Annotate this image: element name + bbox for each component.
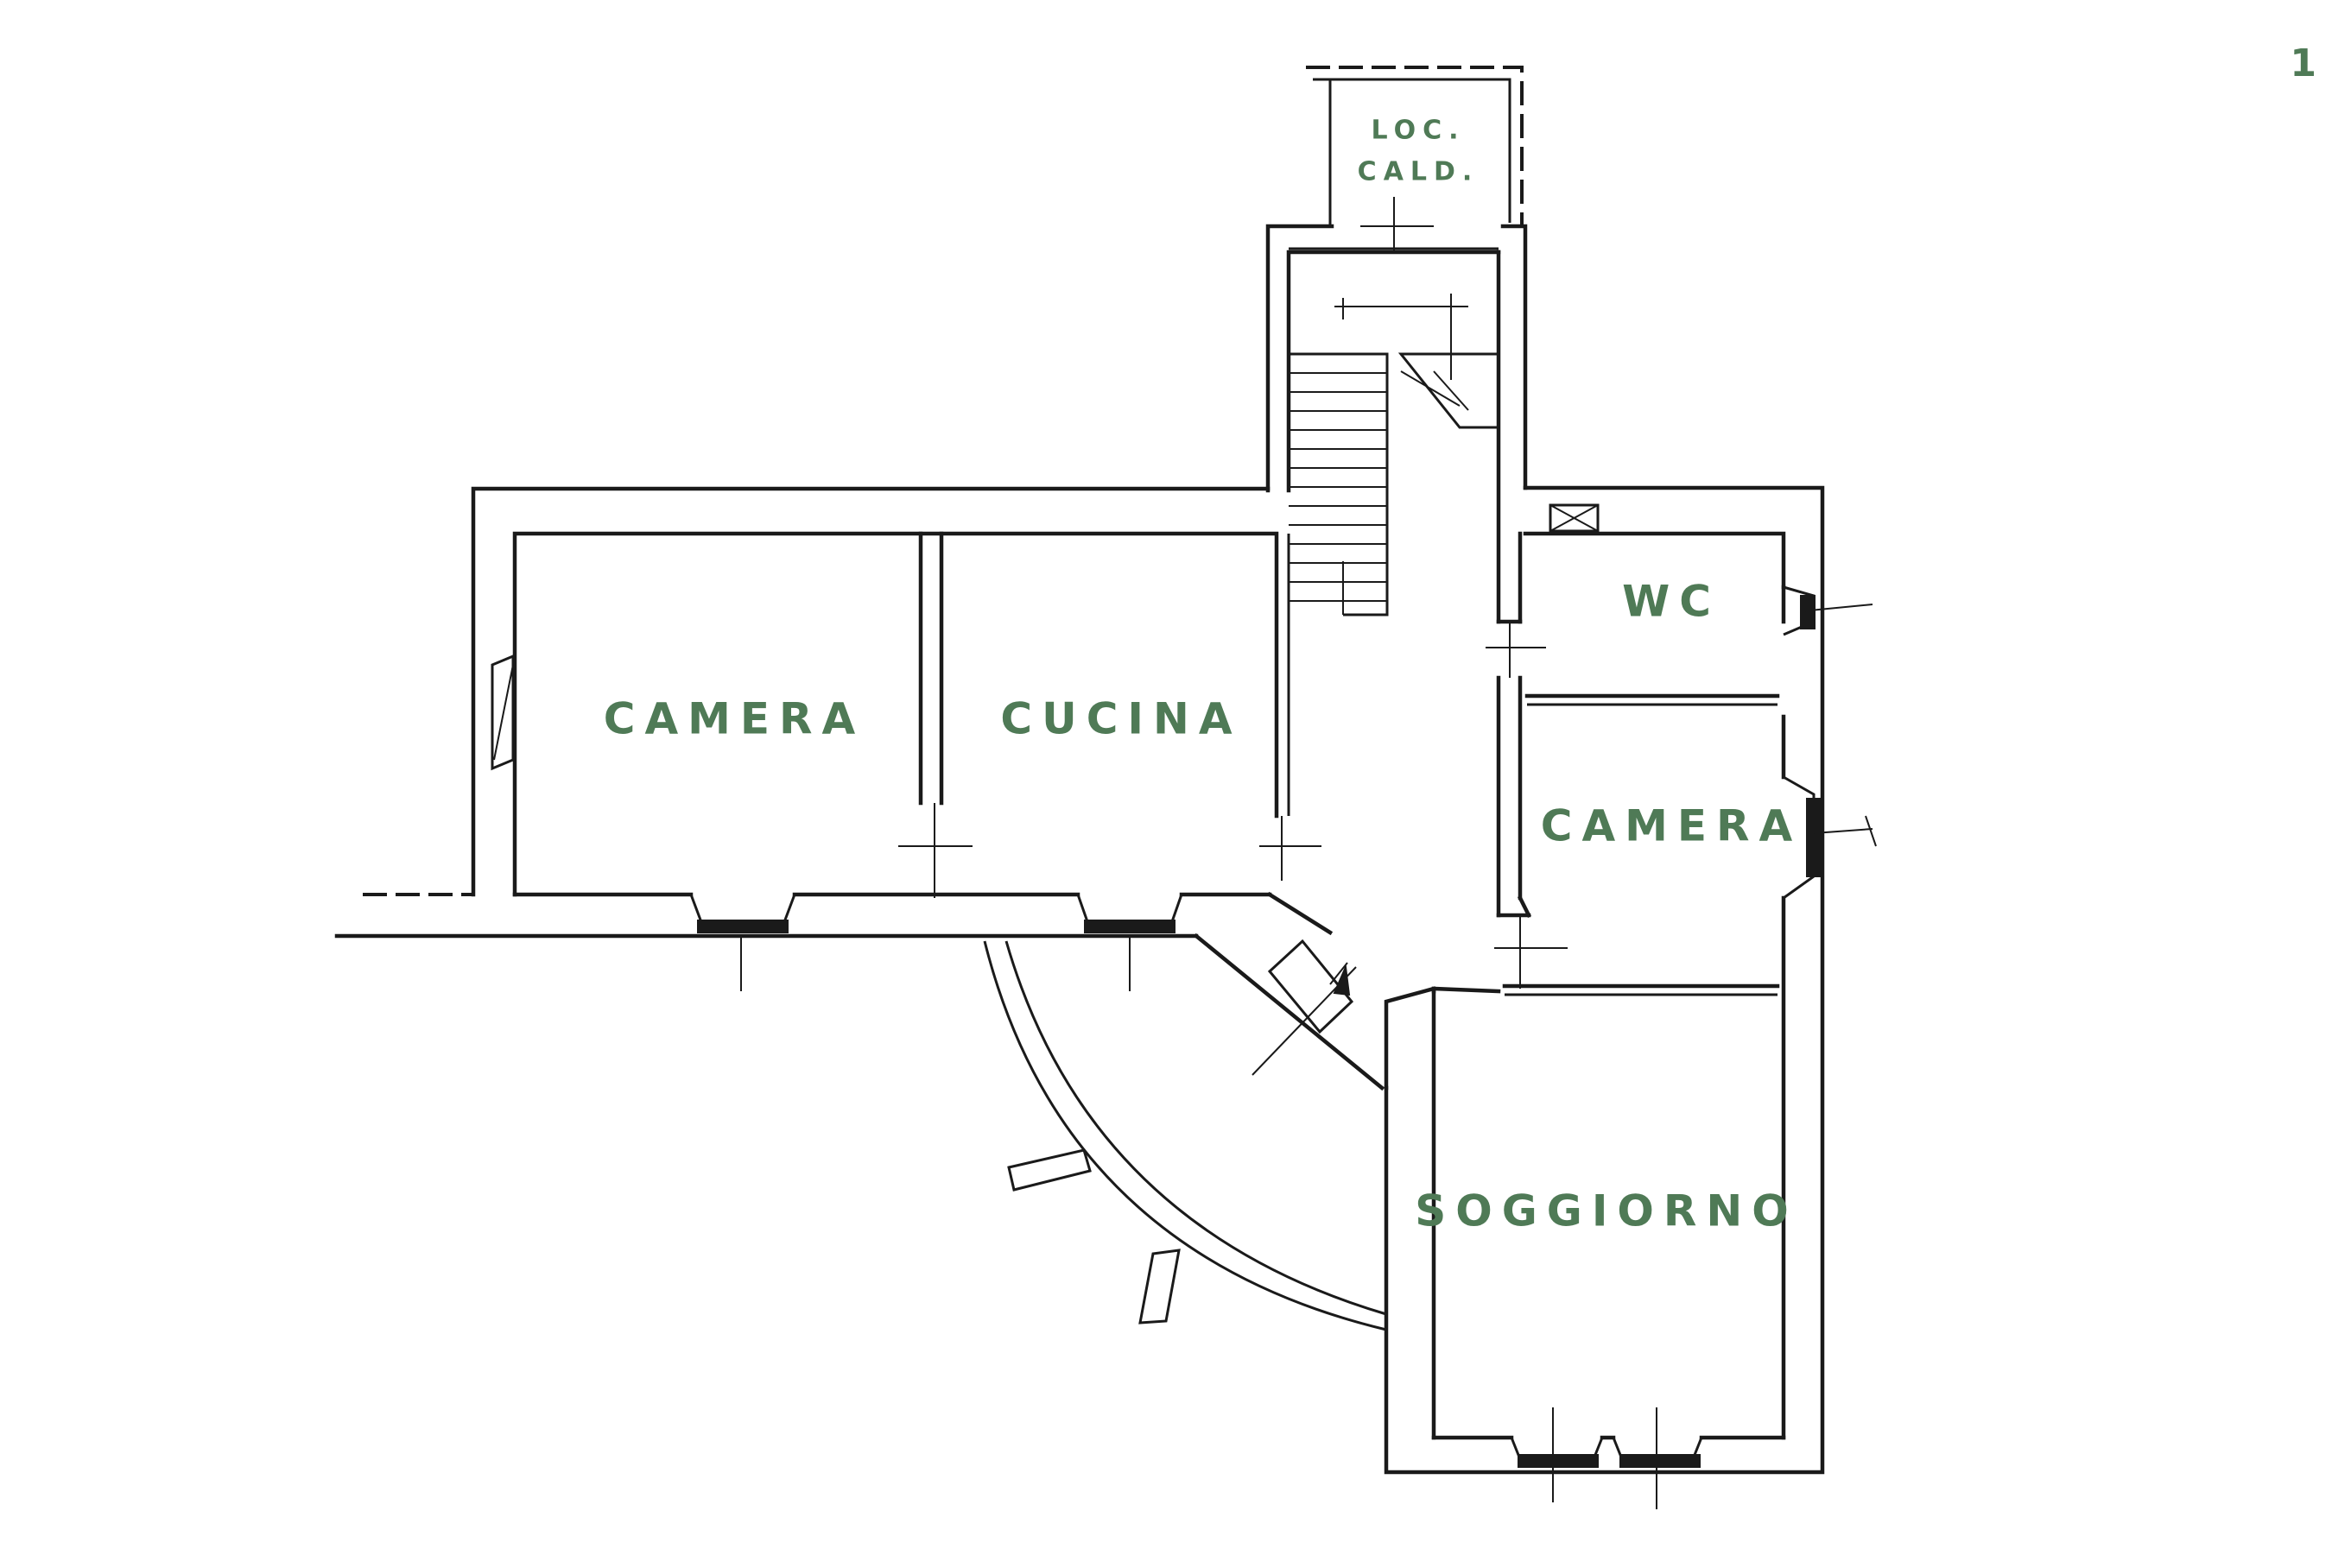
room-label-camera-east: CAMERA (1541, 801, 1803, 851)
east-windows (1783, 585, 1877, 900)
page-number: 1 (2290, 41, 2316, 85)
curved-terrace (983, 940, 1387, 1331)
staircase (1289, 352, 1500, 616)
room-label-cucina: CUCINA (1000, 694, 1241, 744)
east-wing-walls (1384, 485, 1825, 1475)
soggiorno-windows (1510, 1407, 1703, 1509)
west-windows (689, 894, 1183, 991)
entrance-diagonal (1193, 891, 1385, 1091)
room-label-loc-cald-line2: CALD. (1358, 157, 1480, 187)
west-wing-walls (334, 486, 1321, 939)
room-label-camera-west: CAMERA (604, 694, 865, 744)
room-label-wc: WC (1622, 577, 1720, 627)
stair-tower (1265, 224, 1528, 624)
room-label-loc-cald-line1: LOC. (1372, 116, 1466, 146)
room-label-soggiorno: SOGGIORNO (1415, 1186, 1798, 1236)
